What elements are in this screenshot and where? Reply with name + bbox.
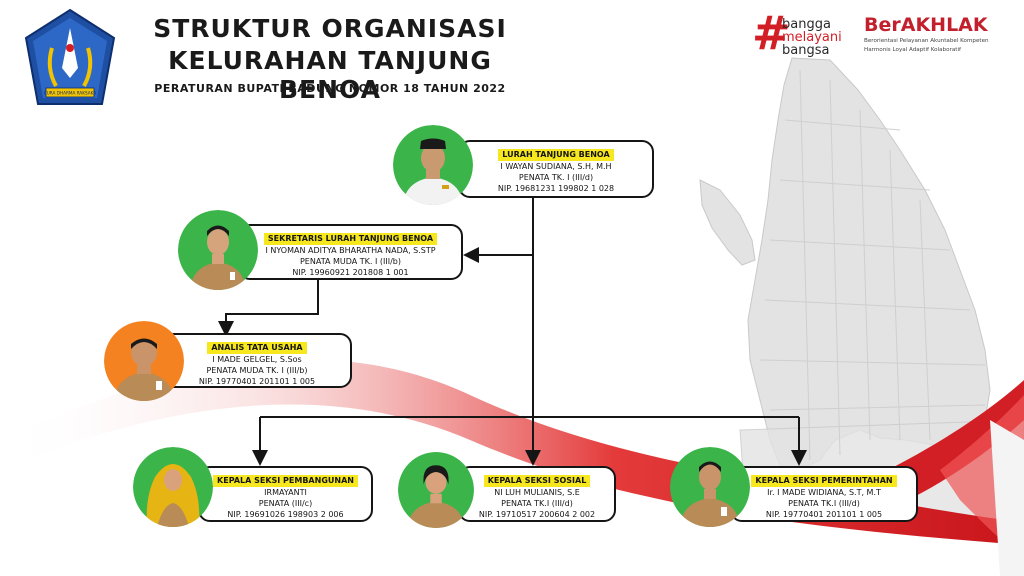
person-name: NI LUH MULIANIS, S.E (494, 488, 580, 497)
role-label: KEPALA SEKSI PEMBANGUNAN (213, 475, 358, 487)
person-rank: PENATA TK. I (III/d) (518, 173, 594, 182)
person-name: I MADE GELGEL, S.Sos (212, 355, 302, 364)
org-card-analis: ANALIS TATA USAHA I MADE GELGEL, S.Sos P… (162, 333, 352, 388)
person-nip: NIP. 19770401 201101 1 005 (765, 510, 883, 519)
org-card-pemerintahan: KEPALA SEKSI PEMERINTAHAN Ir. I MADE WID… (730, 466, 918, 522)
person-name: Ir. I MADE WIDIANA, S.T, M.T (767, 488, 881, 497)
role-label: SEKRETARIS LURAH TANJUNG BENOA (263, 233, 438, 245)
photo-sosial (398, 452, 474, 528)
person-rank: PENATA TK.I (III/d) (788, 499, 860, 508)
person-name: I NYOMAN ADITYA BHARATHA NADA, S.STP (265, 246, 436, 255)
person-nip: NIP. 19960921 201808 1 001 (292, 268, 409, 277)
page-title-line2: KELURAHAN TANJUNG BENOA (168, 46, 492, 104)
svg-text:CURA DHARMA RAKSAKA: CURA DHARMA RAKSAKA (44, 91, 97, 96)
connector-sekretaris-analis (218, 280, 319, 337)
person-name: IRMAYANTI (264, 488, 307, 497)
photo-pemerintahan (670, 447, 750, 527)
role-label: KEPALA SEKSI PEMERINTAHAN (751, 475, 897, 487)
bangga-melayani-bangsa-logo: # bangga melayani bangsa (752, 6, 842, 60)
role-label: ANALIS TATA USAHA (207, 342, 307, 354)
person-rank: PENATA TK.I (III/d) (501, 499, 573, 508)
person-rank: PENATA MUDA TK. I (III/b) (299, 257, 401, 266)
page-subtitle: PERATURAN BUPATI BADUNG NOMOR 18 TAHUN 2… (154, 82, 506, 95)
org-card-sekretaris: SEKRETARIS LURAH TANJUNG BENOA I NYOMAN … (238, 224, 463, 280)
person-nip: NIP. 19770401 201101 1 005 (198, 377, 316, 386)
person-nip: NIP. 19691026 198903 2 006 (227, 510, 344, 519)
org-card-pembangunan: KEPALA SEKSI PEMBANGUNAN IRMAYANTI PENAT… (198, 466, 373, 522)
photo-pembangunan (133, 447, 213, 527)
connector-lurah-sekretaris (463, 198, 534, 263)
person-rank: PENATA MUDA TK. I (III/b) (206, 366, 308, 375)
person-nip: NIP. 19710517 200604 2 002 (478, 510, 596, 519)
role-label: LURAH TANJUNG BENOA (498, 149, 614, 161)
person-nip: NIP. 19681231 199802 1 028 (497, 184, 615, 193)
org-card-lurah: LURAH TANJUNG BENOA I WAYAN SUDIANA, S.H… (458, 140, 654, 198)
person-name: I WAYAN SUDIANA, S.H, M.H (500, 162, 612, 171)
berakhlak-logo: BerAKHLAK Berorientasi Pelayanan Akuntab… (864, 14, 989, 53)
hash-icon: # (752, 6, 791, 60)
page-title: STRUKTUR ORGANISASI (153, 14, 507, 43)
role-label: KEPALA SEKSI SOSIAL (483, 475, 591, 487)
photo-sekretaris (178, 210, 258, 290)
photo-analis (104, 321, 184, 401)
badung-regency-emblem: CURA DHARMA RAKSAKA (24, 8, 116, 105)
photo-lurah (393, 125, 473, 205)
org-card-sosial: KEPALA SEKSI SOSIAL NI LUH MULIANIS, S.E… (458, 466, 616, 522)
person-rank: PENATA (III/c) (258, 499, 313, 508)
map-roads (759, 69, 986, 461)
